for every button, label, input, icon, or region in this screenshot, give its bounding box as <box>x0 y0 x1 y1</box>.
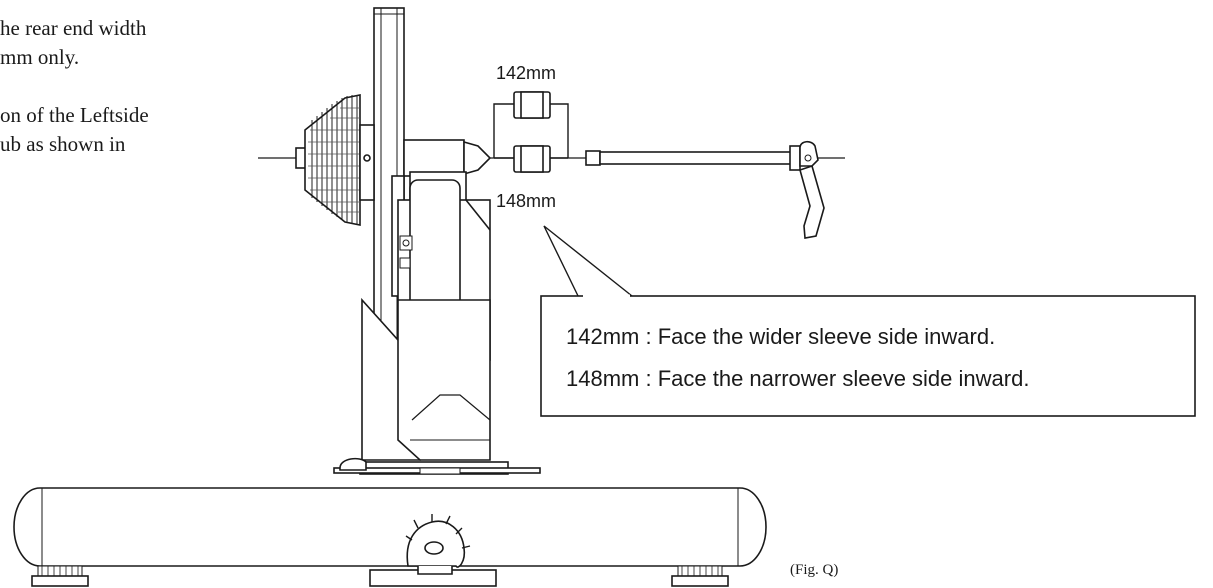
callout-line-148mm: 148mm : Face the narrower sleeve side in… <box>566 366 1030 391</box>
figure-label: (Fig. Q) <box>790 562 839 578</box>
adjuster-knob-icon <box>405 514 471 575</box>
instruction-line-3: on of the Leftside <box>0 103 149 127</box>
quick-release-lever-icon <box>799 140 825 239</box>
instruction-line-2: mm only. <box>0 45 80 69</box>
callout-box <box>540 295 1196 417</box>
callout-pointer <box>543 225 633 301</box>
callout-line-142mm: 142mm : Face the wider sleeve side inwar… <box>566 324 996 349</box>
dimension-label-148mm: 148mm <box>496 191 557 211</box>
spacer-sleeve-icon <box>493 91 569 173</box>
leveling-foot-left <box>31 565 89 587</box>
trainer-body-drawing <box>333 139 541 475</box>
instruction-line-1: he rear end width <box>0 16 147 40</box>
leveling-foot-right <box>671 565 729 587</box>
base-rail <box>13 487 767 567</box>
dimension-label-142mm: 142mm <box>496 63 557 83</box>
instruction-line-4: ub as shown in <box>0 132 126 156</box>
thru-axle-icon <box>585 145 801 171</box>
base-knob-icon <box>339 457 367 471</box>
cassette-icon <box>295 94 375 226</box>
